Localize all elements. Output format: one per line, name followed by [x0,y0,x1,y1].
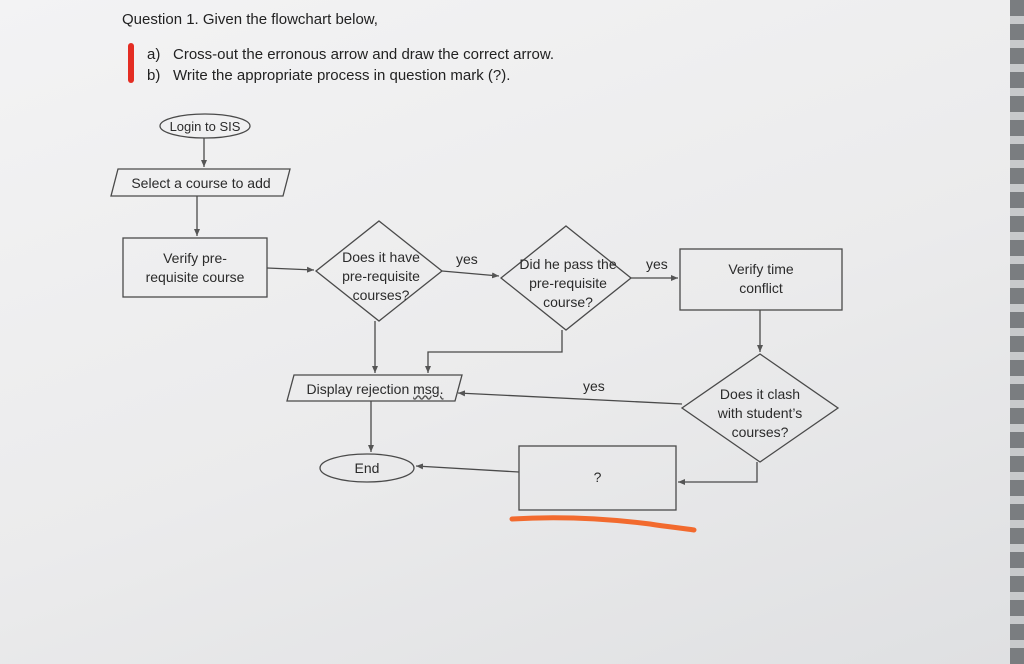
passed-label-line3: course? [543,293,593,310]
verify-prereq-process-shape [122,237,268,298]
select-course-node: Select a course to add [115,172,287,194]
arrow-passed-to-rejection [425,330,563,373]
login-node: Login to SIS [162,116,248,136]
arrow-clash-to-unknown [678,462,758,485]
passed-node: Did he pass the pre-requisite course? [508,253,628,313]
has-prereq-yes-label: yes [456,251,478,267]
clash-yes-label: yes [583,378,605,394]
verify-prereq-label-line2: requisite course [145,269,245,285]
has-prereq-label-line1: Does it have [342,248,420,265]
item-b-label: b) [147,67,161,84]
arrow-verify-to-has-prereq [266,266,315,273]
end-terminal-shape [319,453,415,483]
question-item-b: b) Write the appropriate process in quest… [147,67,510,84]
item-a-text: Cross-out the erronous arrow and draw th… [173,46,554,63]
unknown-process-shape [518,445,677,511]
verify-time-label-line2: conflict [739,280,783,296]
arrow-unknown-to-end [415,463,520,473]
rejection-node: Display rejection msg. [290,378,460,400]
select-course-io-shape [110,168,291,197]
notebook-binding [1010,0,1024,664]
passed-decision-shape [499,225,633,331]
red-margin-marker [128,43,134,83]
clash-decision-shape [680,353,840,463]
verify-time-process-shape [679,248,843,311]
login-terminal-shape [159,113,251,139]
end-label: End [354,459,380,476]
login-label: Login to SIS [169,118,241,134]
question-item-a: a) Cross-out the erronous arrow and draw … [147,46,554,63]
end-node: End [320,457,414,479]
passed-yes-label: yes [646,256,668,272]
rejection-msg-label: msg. [413,380,444,397]
clash-label-line3: courses? [731,423,789,440]
item-b-text: Write the appropriate process in questio… [173,67,511,84]
clash-label-line1: Does it clash [719,385,801,402]
passed-label-line1: Did he pass the [519,255,617,272]
orange-highlight-underline [509,515,697,533]
arrow-has-prereq-yes [441,270,500,279]
verify-prereq-node: Verify pre- requisite course [123,248,267,288]
has-prereq-label-line3: courses? [352,286,410,303]
has-prereq-node: Does it have pre-requisite courses? [322,246,440,306]
clash-label-line2: with student’s [717,404,803,421]
unknown-process-label: ? [593,468,602,485]
question-title: Question 1. Given the flowchart below, [122,11,378,28]
has-prereq-decision-shape [314,220,444,322]
unknown-process-node: ? [519,466,676,488]
rejection-io-shape [286,374,463,402]
passed-label-line2: pre-requisite [529,274,607,291]
has-prereq-label-line2: pre-requisite [342,267,420,284]
clash-node: Does it clash with student’s courses? [700,383,820,443]
verify-prereq-label-line1: Verify pre- [163,250,227,266]
rejection-label: Display rejection [306,380,414,397]
verify-time-label-line1: Verify time [728,261,794,277]
item-a-label: a) [147,46,161,63]
arrow-clash-yes-to-rejection [457,390,683,405]
verify-time-node: Verify time conflict [680,259,842,299]
select-course-label: Select a course to add [131,174,271,191]
